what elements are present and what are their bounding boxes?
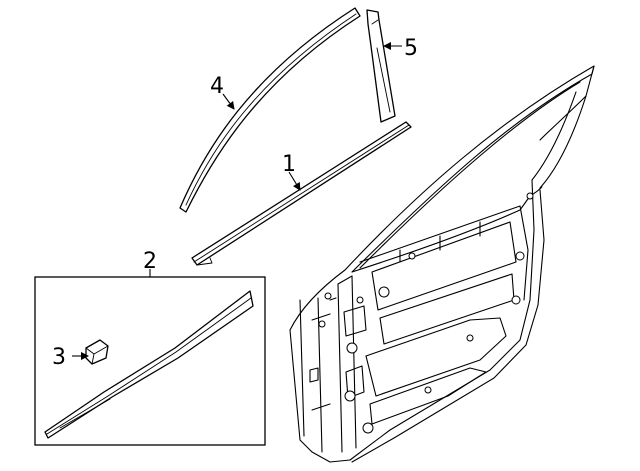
callout-2: 2 <box>143 249 157 274</box>
part-1-leader <box>288 171 301 191</box>
part-4-leader <box>222 93 235 110</box>
callout-5: 5 <box>404 36 418 61</box>
part-1-belt-moulding[interactable] <box>191 121 412 266</box>
part-5-pillar-trim[interactable] <box>366 9 396 123</box>
part-2-door-moulding[interactable] <box>44 290 254 439</box>
callout-4: 4 <box>210 74 224 99</box>
part-4-frame-moulding[interactable] <box>179 7 361 213</box>
door-frame <box>289 65 595 463</box>
part-3-clip[interactable] <box>85 339 109 365</box>
callout-3: 3 <box>52 345 66 370</box>
callout-1: 1 <box>282 152 296 177</box>
